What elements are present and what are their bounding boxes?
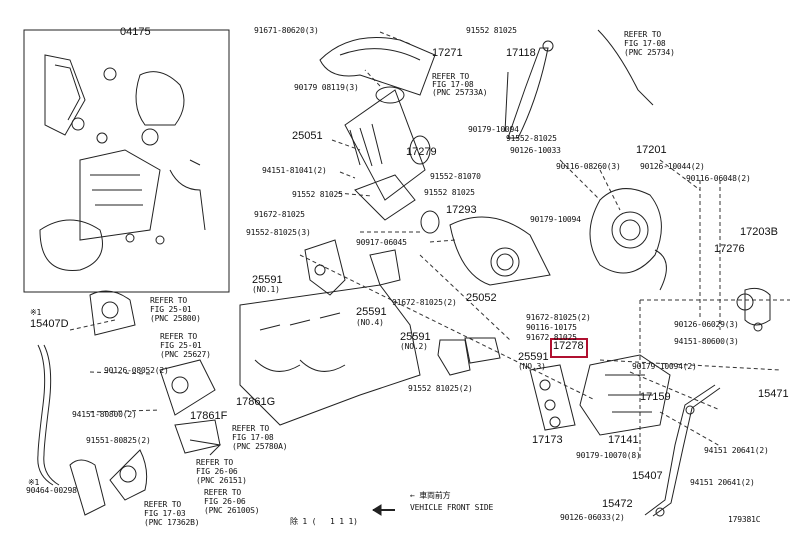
- part-label-p94151b: 94151-80600(3): [674, 337, 739, 346]
- part-label-p17276: 17276: [714, 243, 745, 255]
- part-label-p90116b: 90116-06048(2): [686, 174, 751, 183]
- part-label-p91551: 91551-80825(2): [86, 436, 151, 445]
- part-label-p25591c2: (NO.2): [400, 342, 428, 351]
- part-label-p25591b2: (NO.4): [356, 318, 384, 327]
- part-label-ref2501a: REFER TO: [150, 296, 187, 305]
- part-label-p17861g: 17861G: [236, 396, 276, 408]
- part-label-p90126e: 90126-08052(2): [104, 366, 169, 375]
- part-label-p15472: 15472: [602, 498, 633, 510]
- part-label-ref1708a: REFER TO: [432, 72, 469, 81]
- part-label-p17201: 17201: [636, 144, 667, 156]
- part-label-note2: ※1: [28, 478, 40, 487]
- part-label-ref1708c: REFER TO: [232, 424, 269, 433]
- part-label-p25591c: 25591: [400, 331, 431, 343]
- part-label-p91552a: 91552 81025: [292, 190, 343, 199]
- part-label-p91672c: 91672-81025(2): [526, 313, 591, 322]
- part-label-ref2606b2: FIG 26-06: [204, 497, 246, 506]
- part-label-ref2606a: REFER TO: [196, 458, 233, 467]
- part-label-p17141: 17141: [608, 434, 639, 446]
- part-label-ref1708a3: (PNC 25733A): [432, 88, 488, 97]
- part-label-p17278[interactable]: 17278: [553, 340, 584, 352]
- part-label-p91552b: 91552-81025(3): [246, 228, 311, 237]
- part-label-p25591a: 25591: [252, 274, 283, 286]
- vehicle-front-side-label: VEHICLE FRONT SIDE: [410, 503, 494, 512]
- part-label-p94151d: 94151 20641(2): [690, 478, 755, 487]
- part-label-p90464: 90464-00298: [26, 486, 77, 495]
- part-label-p91552g: 91552 81025(2): [408, 384, 473, 393]
- page-ref-right: 1 1 1): [330, 517, 358, 526]
- part-label-ref2606a3: (PNC 26151): [196, 476, 247, 485]
- part-label-p17173: 17173: [532, 434, 563, 446]
- highlighted-part-box[interactable]: [550, 338, 588, 358]
- part-label-p91671: 91671-80620(3): [254, 26, 319, 35]
- part-label-ref17032: FIG 17-03: [144, 509, 186, 518]
- part-label-p17118: 17118: [506, 47, 536, 59]
- part-label-p90116a: 90116-08260(3): [556, 162, 621, 171]
- part-label-p17159: 17159: [640, 391, 671, 403]
- page-ref-left: 除 1 (: [290, 517, 317, 526]
- part-label-p17861f: 17861F: [190, 410, 228, 422]
- orientation-mark: ← 車両前方: [410, 491, 451, 500]
- part-label-p25051: 25051: [292, 130, 323, 142]
- part-label-p91552f: 91552 81025: [424, 188, 475, 197]
- part-label-ref1708b2: FIG 17-08: [624, 39, 666, 48]
- part-label-ref2501b3: (PNC 25627): [160, 350, 211, 359]
- part-label-p94151a: 94151-81041(2): [262, 166, 327, 175]
- part-label-p25591d: 25591: [518, 351, 549, 363]
- part-label-ref1708b: REFER TO: [624, 30, 661, 39]
- part-label-ref1708c3: (PNC 25780A): [232, 442, 288, 451]
- part-label-p25052: 25052: [466, 292, 497, 304]
- part-label-p94151e: 94151-80800(2): [72, 410, 137, 419]
- part-label-ref2501a2: FIG 25-01: [150, 305, 192, 314]
- part-label-p90179d: 90179-10094(2): [632, 362, 697, 371]
- part-label-ref1708c2: FIG 17-08: [232, 433, 274, 442]
- part-label-ref2606b: REFER TO: [204, 488, 241, 497]
- part-label-note1: ※1: [30, 308, 42, 317]
- part-label-p91672d: 91672 81025: [526, 333, 577, 342]
- inset-frame: [23, 29, 230, 293]
- part-label-ref17033: (PNC 17362B): [144, 518, 200, 527]
- figure-id: 179381C: [728, 515, 761, 524]
- part-label-p90179e: 90179-10070(8): [576, 451, 641, 460]
- part-label-p91552d: 91552-81025: [506, 134, 557, 143]
- part-label-p90179a: 90179 08119(3): [294, 83, 359, 92]
- part-label-p17293: 17293: [446, 204, 477, 216]
- part-label-p91672a: 91672-81025: [254, 210, 305, 219]
- part-label-ref2501b: REFER TO: [160, 332, 197, 341]
- part-label-p90116c: 90116-10175: [526, 323, 577, 332]
- part-label-p15471: 15471: [758, 388, 789, 400]
- part-label-ref1708b3: (PNC 25734): [624, 48, 675, 57]
- part-label-ref1708a2: FIG 17-08: [432, 80, 474, 89]
- part-label-ref2606b3: (PNC 26100S): [204, 506, 260, 515]
- part-label-p90126a: 90126-10033: [510, 146, 561, 155]
- part-label-p25591d2: (NO.3): [518, 362, 546, 371]
- part-label-p17203b: 17203B: [740, 226, 778, 238]
- part-label-p91672b: 91672-81025(2): [392, 298, 457, 307]
- part-label-p90126d: 90126-06033(2): [560, 513, 625, 522]
- part-label-p91552e: 91552-81070: [430, 172, 481, 181]
- part-label-p17271: 17271: [432, 47, 463, 59]
- part-label-ref2606a2: FIG 26-06: [196, 467, 238, 476]
- part-label-ref2501a3: (PNC 25800): [150, 314, 201, 323]
- part-label-p04175: 04175: [120, 26, 151, 38]
- part-label-p17279: 17279: [406, 146, 437, 158]
- part-label-p90126c: 90126-06029(3): [674, 320, 739, 329]
- part-label-p15407b: 15407D: [30, 318, 69, 330]
- part-label-p90126b: 90126-10044(2): [640, 162, 705, 171]
- part-label-p25591b: 25591: [356, 306, 387, 318]
- part-label-p90179c: 90179-10094: [530, 215, 581, 224]
- part-label-p90917: 90917-06045: [356, 238, 407, 247]
- part-label-p91552c: 91552 81025: [466, 26, 517, 35]
- part-label-ref1703: REFER TO: [144, 500, 181, 509]
- part-label-p25591a2: (NO.1): [252, 285, 280, 294]
- part-label-p15407a: 15407: [632, 470, 663, 482]
- part-label-p94151c: 94151 20641(2): [704, 446, 769, 455]
- part-label-ref2501b2: FIG 25-01: [160, 341, 202, 350]
- part-label-p90179b: 90179-10094: [468, 125, 519, 134]
